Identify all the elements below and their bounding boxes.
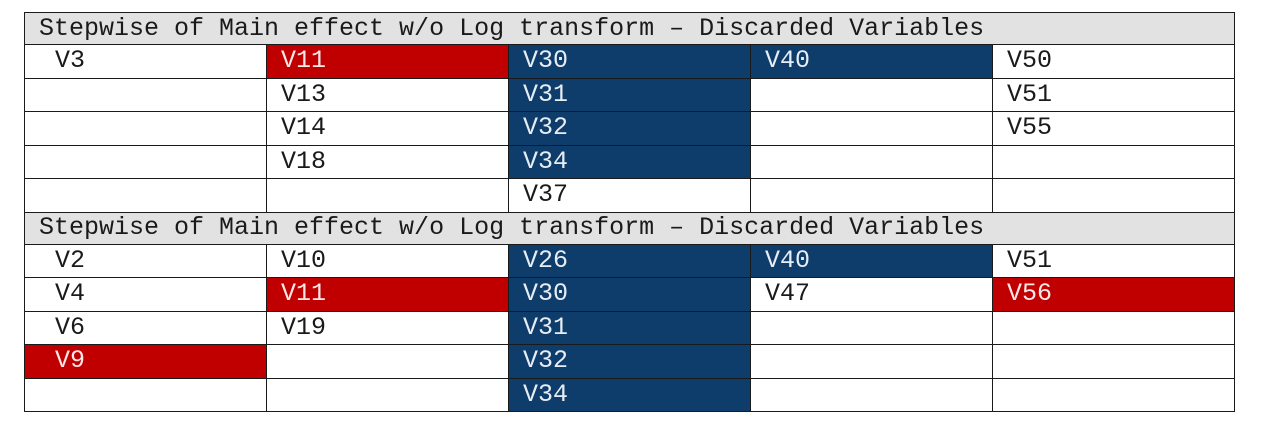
variable-cell: V55 — [992, 111, 1235, 146]
variable-cell: V37 — [508, 178, 751, 213]
table-row: V9 V32 — [24, 344, 1235, 379]
variable-cell: V13 — [266, 77, 509, 112]
variable-cell — [266, 377, 509, 412]
section-title-row: Stepwise of Main effect w/o Log transfor… — [24, 211, 1235, 245]
variable-cell: V6 — [24, 310, 267, 345]
variable-cell — [750, 377, 993, 412]
variable-cell-blue: V40 — [750, 243, 993, 278]
variable-cell: V4 — [24, 277, 267, 312]
variable-cell: V47 — [750, 277, 993, 312]
variable-cell — [24, 111, 267, 146]
variable-cell — [24, 77, 267, 112]
variable-cell-blue: V32 — [508, 111, 751, 146]
variable-cell-red: V11 — [266, 44, 509, 79]
variable-cell-red: V9 — [24, 344, 267, 379]
variable-cell-blue: V26 — [508, 243, 751, 278]
variable-cell — [992, 178, 1235, 213]
variable-cell: V14 — [266, 111, 509, 146]
variable-cell — [992, 144, 1235, 179]
variable-cell — [750, 178, 993, 213]
variable-cell-blue: V30 — [508, 277, 751, 312]
variable-cell — [992, 310, 1235, 345]
variable-cell: V3 — [24, 44, 267, 79]
table-row: V37 — [24, 178, 1235, 213]
variable-cell: V19 — [266, 310, 509, 345]
variable-cell-blue: V34 — [508, 144, 751, 179]
variable-cell: V50 — [992, 44, 1235, 79]
variable-cell — [24, 377, 267, 412]
variable-cell — [750, 77, 993, 112]
variable-cell-blue: V30 — [508, 44, 751, 79]
variable-cell-blue: V31 — [508, 310, 751, 345]
variable-cell: V51 — [992, 77, 1235, 112]
section-title: Stepwise of Main effect w/o Log transfor… — [24, 12, 1235, 45]
variable-cell — [750, 144, 993, 179]
variable-cell — [266, 178, 509, 213]
variable-cell-red: V56 — [992, 277, 1235, 312]
variable-cell — [750, 310, 993, 345]
variable-cell-blue: V40 — [750, 44, 993, 79]
table-row: V34 — [24, 377, 1235, 412]
variable-cell: V10 — [266, 243, 509, 278]
table-body: Stepwise of Main effect w/o Log transfor… — [24, 12, 1235, 412]
variable-cell-red: V11 — [266, 277, 509, 312]
variable-cell — [266, 344, 509, 379]
variable-cell-blue: V31 — [508, 77, 751, 112]
variable-cell — [24, 144, 267, 179]
variable-cell — [992, 377, 1235, 412]
variable-cell: V51 — [992, 243, 1235, 278]
variable-cell: V2 — [24, 243, 267, 278]
variable-cell-blue: V34 — [508, 377, 751, 412]
variable-cell — [992, 344, 1235, 379]
discarded-variables-table: Stepwise of Main effect w/o Log transfor… — [24, 12, 1235, 412]
section-title: Stepwise of Main effect w/o Log transfor… — [24, 211, 1235, 245]
variable-cell — [750, 111, 993, 146]
variable-cell-blue: V32 — [508, 344, 751, 379]
variable-cell: V18 — [266, 144, 509, 179]
section-title-row: Stepwise of Main effect w/o Log transfor… — [24, 12, 1235, 45]
variable-cell — [24, 178, 267, 213]
variable-cell — [750, 344, 993, 379]
